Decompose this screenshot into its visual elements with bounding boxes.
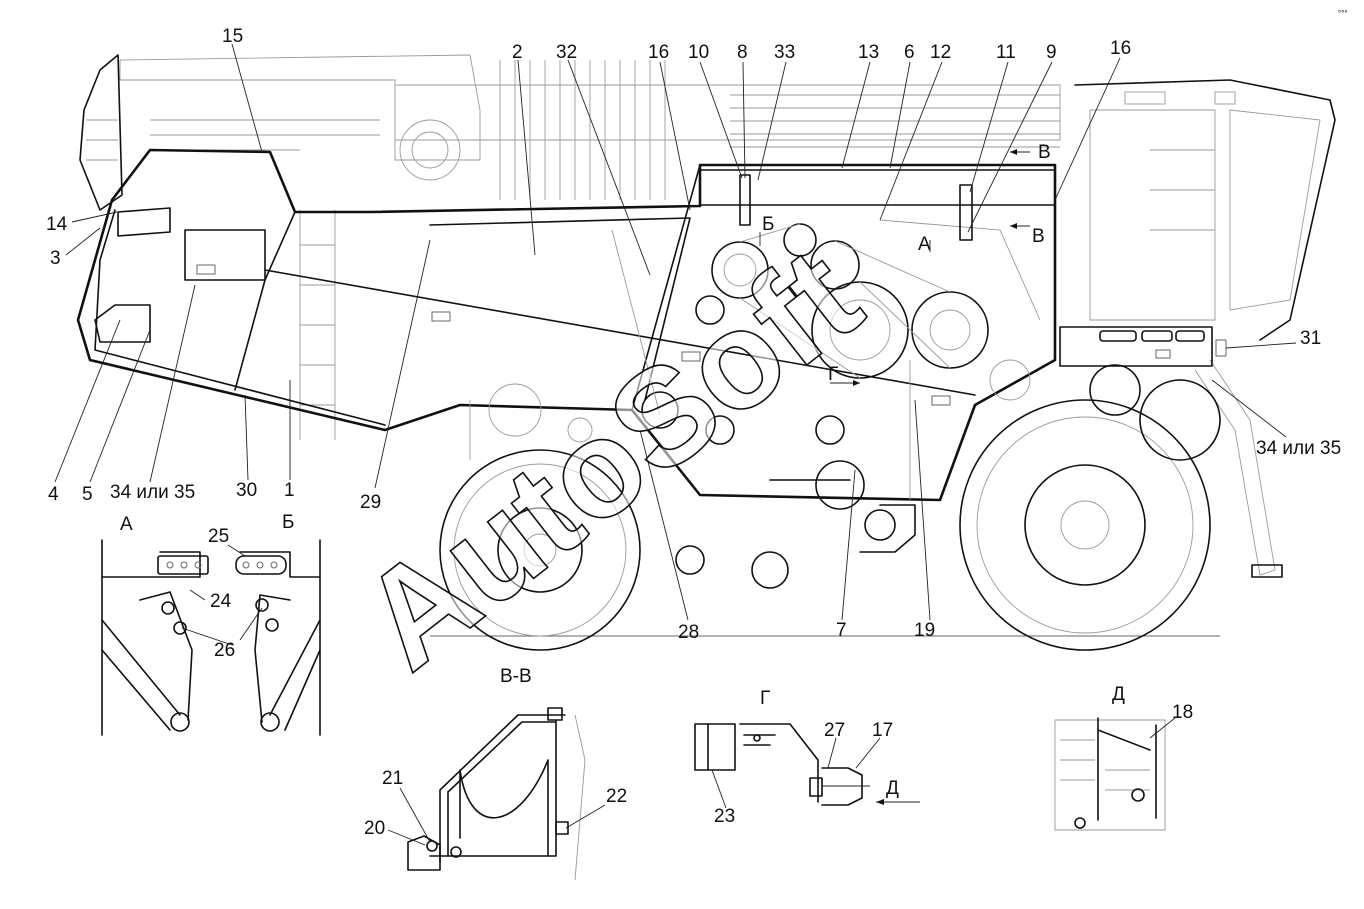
callout-6: 6	[904, 42, 915, 63]
detail-view-g	[694, 723, 920, 809]
callout-26: 26	[214, 640, 235, 661]
view-markers: В В Б А Г	[762, 142, 1051, 385]
section-arrows	[759, 149, 1030, 386]
marker-a: А	[918, 234, 931, 255]
callout-10: 10	[688, 42, 709, 63]
callout-34-or-35-right: 34 или 35	[1256, 438, 1341, 459]
callout-25: 25	[208, 526, 229, 547]
main-side-view	[54, 43, 1336, 651]
callout-14: 14	[46, 214, 68, 235]
detail-view-titles: А Б В-В Г Д Д	[120, 512, 1125, 799]
callout-1: 1	[284, 480, 295, 501]
front-wheel	[439, 449, 641, 651]
callout-28: 28	[678, 622, 699, 643]
callout-21: 21	[382, 768, 403, 789]
callout-24: 24	[210, 591, 232, 612]
marker-g: Г	[828, 364, 838, 385]
callout-9: 9	[1046, 42, 1057, 63]
leader-lines	[54, 43, 1297, 621]
callout-31: 31	[1300, 328, 1321, 349]
operator-cab	[1074, 79, 1336, 578]
callout-4: 4	[48, 484, 59, 505]
marker-v-top: В	[1038, 142, 1051, 163]
callout-33: 33	[774, 42, 795, 63]
watermark-text: AutoSoft	[334, 219, 888, 699]
callout-3: 3	[50, 248, 61, 269]
callout-13: 13	[858, 42, 879, 63]
callout-19: 19	[914, 620, 935, 641]
internal-mechanism	[469, 174, 1041, 589]
callout-29: 29	[360, 492, 381, 513]
callout-34-or-35-left: 34 или 35	[110, 482, 195, 503]
background-structure	[119, 54, 1061, 440]
callout-11: 11	[996, 42, 1016, 63]
callout-18: 18	[1172, 702, 1193, 723]
callout-16-left: 16	[648, 42, 669, 63]
callout-17: 17	[872, 720, 893, 741]
rear-tail	[79, 54, 123, 211]
right-side-panel	[1059, 326, 1227, 367]
view-title-d: Д	[1112, 684, 1125, 705]
callout-20: 20	[364, 818, 385, 839]
callout-8: 8	[737, 42, 748, 63]
view-arrow-label-d: Д	[886, 778, 899, 799]
callout-30: 30	[236, 480, 257, 501]
callout-12: 12	[930, 42, 951, 63]
detail-view-a	[101, 539, 233, 736]
detail-view-d	[1054, 717, 1176, 831]
callout-23: 23	[714, 806, 735, 827]
callout-labels: 15 2 32 16 10 8 33 13 6 12 11 9 16 14 3 …	[46, 26, 1341, 839]
view-title-g: Г	[760, 688, 770, 709]
callout-2: 2	[512, 42, 523, 63]
view-title-be: Б	[282, 512, 294, 533]
callout-22: 22	[606, 786, 627, 807]
view-title-vv: В-В	[500, 666, 532, 687]
view-title-a: А	[120, 514, 133, 535]
marker-v-bottom: В	[1032, 226, 1045, 247]
wheels	[439, 364, 1221, 651]
autosoft-watermark: AutoSoft	[333, 218, 888, 700]
callout-16-right: 16	[1110, 38, 1131, 59]
callout-27: 27	[824, 720, 845, 741]
marker-be: Б	[762, 214, 774, 235]
corner-mark: °°°	[1338, 9, 1348, 18]
callout-5: 5	[82, 484, 93, 505]
detail-view-vv	[387, 707, 606, 881]
side-panel-outline	[76, 148, 1057, 502]
callout-7: 7	[836, 620, 847, 641]
callout-15: 15	[222, 26, 243, 47]
rear-wheel	[959, 399, 1211, 651]
detail-view-be	[227, 539, 321, 736]
callout-32: 32	[556, 42, 577, 63]
